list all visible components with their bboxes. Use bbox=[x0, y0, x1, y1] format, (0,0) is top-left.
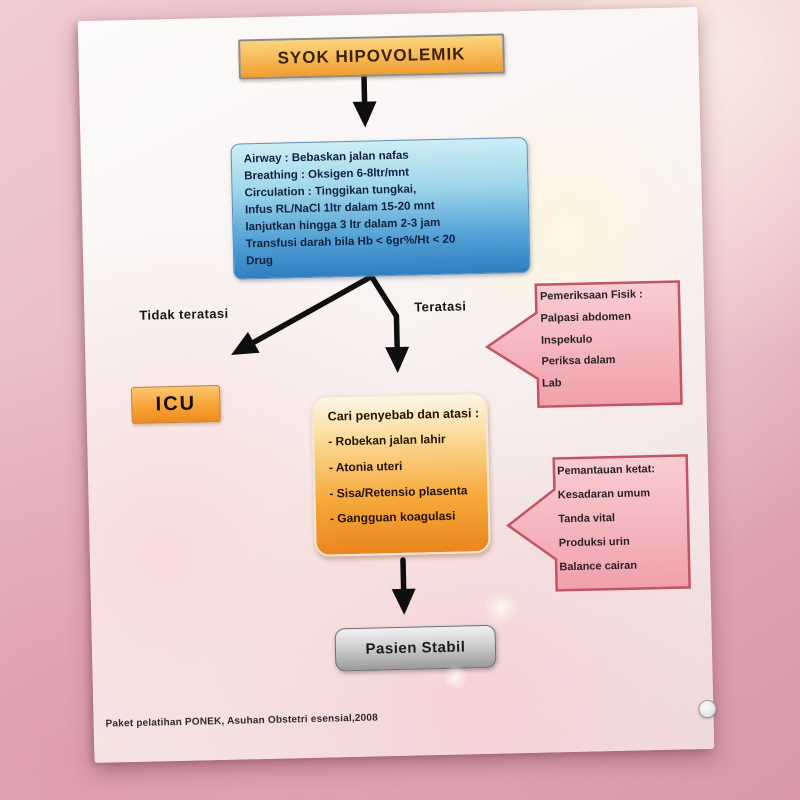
monitor-item-4: Balance cairan bbox=[559, 559, 638, 574]
label-teratasi: Teratasi bbox=[414, 298, 467, 315]
exam-item-4: Lab bbox=[541, 377, 562, 390]
title-box: SYOK HIPOVOLEMIK bbox=[238, 33, 505, 80]
arrow-cause-to-stable bbox=[391, 557, 416, 615]
left-block-arrow-icon bbox=[506, 454, 691, 592]
icu-box: ICU bbox=[130, 384, 221, 425]
callout-pemantauan-ketat: Pemantauan ketat: Kesadaran umum Tanda v… bbox=[503, 453, 693, 593]
poster-title: SYOK HIPOVOLEMIK bbox=[277, 44, 466, 68]
callout-exam-text: Pemeriksaan Fisik : Palpasi abdomen Insp… bbox=[540, 284, 681, 405]
flow-arrows bbox=[231, 71, 416, 615]
exam-title: Pemeriksaan Fisik : bbox=[539, 288, 643, 303]
flowchart-poster: SYOK HIPOVOLEMIK Airway : Bebaskan jalan… bbox=[77, 7, 717, 763]
arrow-abc-to-icu bbox=[231, 273, 375, 356]
label-tidak-teratasi: Tidak teratasi bbox=[139, 305, 229, 323]
exam-item-3: Periksa dalam bbox=[541, 354, 616, 368]
cause-item-3: - Sisa/Retensio plasenta bbox=[329, 483, 468, 501]
left-block-arrow-icon bbox=[484, 280, 683, 409]
arrow-title-to-abc bbox=[352, 71, 377, 128]
stable-label: Pasien Stabil bbox=[365, 638, 466, 658]
stable-box: Pasien Stabil bbox=[334, 624, 497, 672]
arrow-abc-to-cause bbox=[368, 273, 410, 373]
cause-item-2: - Atonia uteri bbox=[328, 458, 403, 475]
exam-item-2: Inspekulo bbox=[540, 333, 593, 347]
monitor-title: Pemantauan ketat: bbox=[557, 463, 656, 478]
monitor-item-2: Tanda vital bbox=[558, 512, 616, 526]
cause-item-1: - Robekan jalan lahir bbox=[328, 431, 446, 449]
corner-sticker-icon bbox=[698, 699, 717, 719]
exam-item-1: Palpasi abdomen bbox=[540, 310, 632, 325]
cause-item-4: - Gangguan koagulasi bbox=[329, 509, 456, 526]
cause-box: Cari penyebab dan atasi : - Robekan jala… bbox=[311, 391, 491, 557]
monitor-item-3: Produksi urin bbox=[558, 535, 630, 550]
callout-pemeriksaan-fisik: Pemeriksaan Fisik : Palpasi abdomen Insp… bbox=[482, 279, 685, 410]
abc-management-box: Airway : Bebaskan jalan nafas Breathing … bbox=[230, 136, 531, 280]
icu-label: ICU bbox=[155, 392, 197, 416]
monitor-item-1: Kesadaran umum bbox=[557, 487, 651, 502]
callout-monitor-text: Pemantauan ketat: Kesadaran umum Tanda v… bbox=[557, 457, 689, 588]
cause-title: Cari penyebab dan atasi : bbox=[327, 406, 480, 424]
